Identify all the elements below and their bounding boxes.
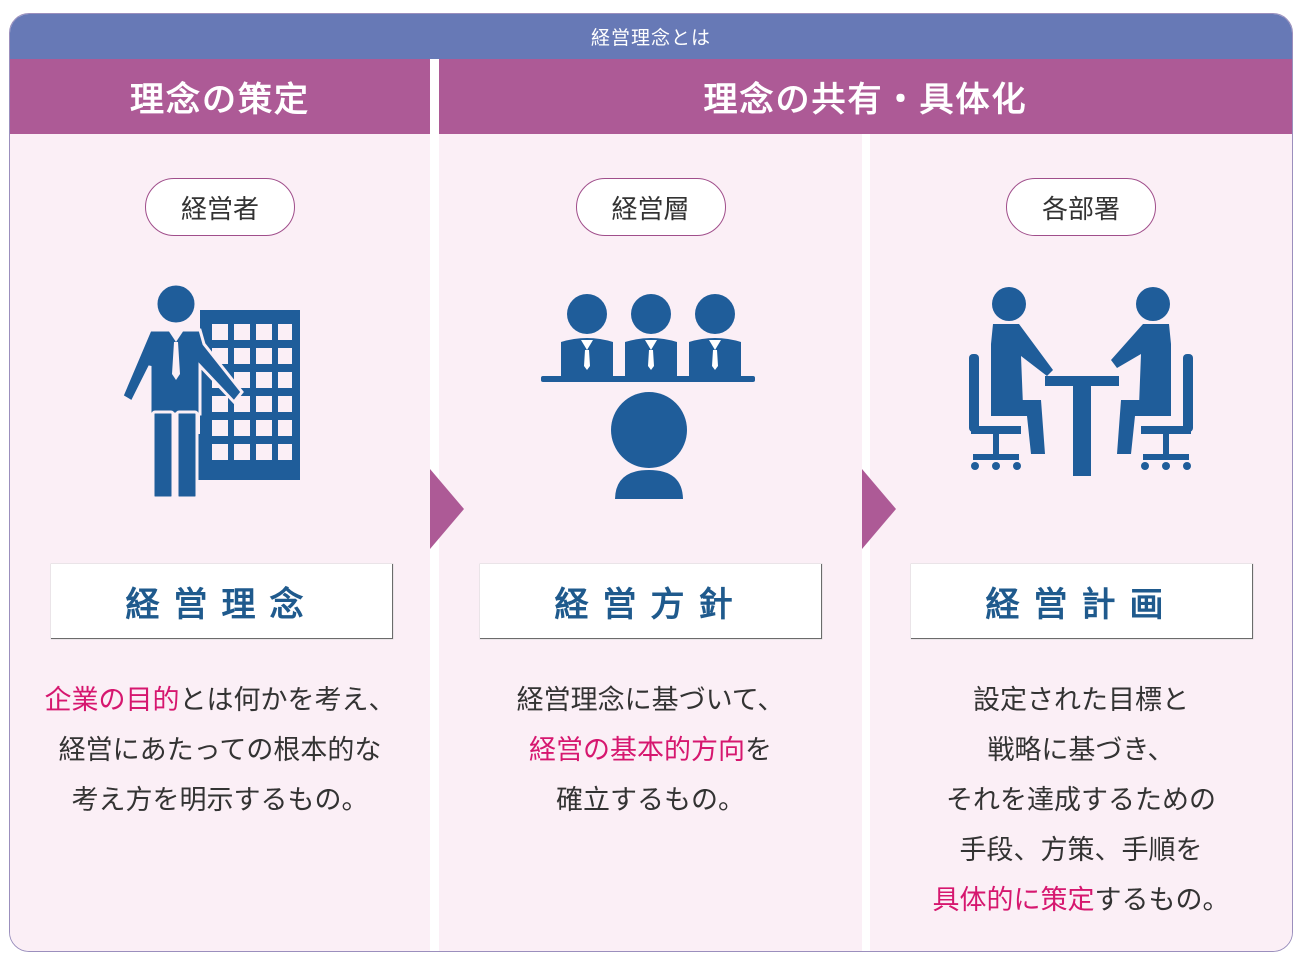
concept-description: 設定された目標と 戦略に基づき、 それを達成するための 手段、方策、手順を 具体… [870,676,1292,926]
description-text: 確立するもの。 [556,785,745,816]
description-text: それを達成するための [946,785,1216,816]
management-team-meeting-icon [540,284,761,503]
description-line: 考え方を明示するもの。 [10,776,430,826]
role-badge: 各部署 [1006,178,1156,236]
description-text: 設定された目標と [973,685,1189,716]
column-departments: 各部署 [870,134,1292,951]
description-text: 経営理念に基づいて、 [516,685,785,716]
description-line: 経営にあたっての根本的な [10,726,430,776]
description-line: 設定された目標と [870,676,1292,726]
concept-title: 経営理念 [51,564,393,639]
description-line: 手段、方策、手順を [870,826,1292,876]
diagram-frame: 経営理念とは 理念の策定 理念の共有・具体化 経営者 [9,13,1293,952]
department-discussion-icon [961,284,1201,488]
diagram-title: 経営理念とは [10,14,1292,59]
description-text: 考え方を明示するもの。 [71,785,369,816]
concept-title: 経営方針 [480,564,822,639]
description-text: 戦略に基づき、 [987,735,1175,766]
description-line: 経営理念に基づいて、 [439,676,862,726]
description-text: するもの。 [1094,885,1230,916]
description-line: 確立するもの。 [439,776,862,826]
flow-arrow-icon [862,469,896,549]
concept-title: 経営計画 [911,564,1253,639]
description-line: 企業の目的とは何かを考え、 [10,676,430,726]
role-badge: 経営層 [575,178,726,236]
flow-arrow-icon [430,469,464,549]
column-management: 経営層 [439,134,862,951]
phase-header-sharing: 理念の共有・具体化 [439,59,1292,134]
highlight-text: 企業の目的 [44,685,180,716]
concept-description: 経営理念に基づいて、 経営の基本的方向を 確立するもの。 [439,676,862,826]
concept-description: 企業の目的とは何かを考え、 経営にあたっての根本的な 考え方を明示するもの。 [10,676,430,826]
description-text: とは何かを考え、 [179,685,396,716]
phase-header-formulation: 理念の策定 [10,59,430,134]
executive-with-building-icon [120,282,320,503]
description-text: を [745,735,772,766]
description-line: 戦略に基づき、 [870,726,1292,776]
highlight-text: 経営の基本的方向 [529,735,745,766]
column-executive: 経営者 [10,134,430,951]
highlight-text: 具体的に策定 [932,885,1095,916]
description-line: それを達成するための [870,776,1292,826]
role-badge: 経営者 [145,178,295,236]
description-line: 経営の基本的方向を [439,726,862,776]
description-text: 経営にあたっての根本的な [58,735,382,766]
description-text: 手段、方策、手順を [959,835,1203,866]
description-line: 具体的に策定するもの。 [870,876,1292,926]
